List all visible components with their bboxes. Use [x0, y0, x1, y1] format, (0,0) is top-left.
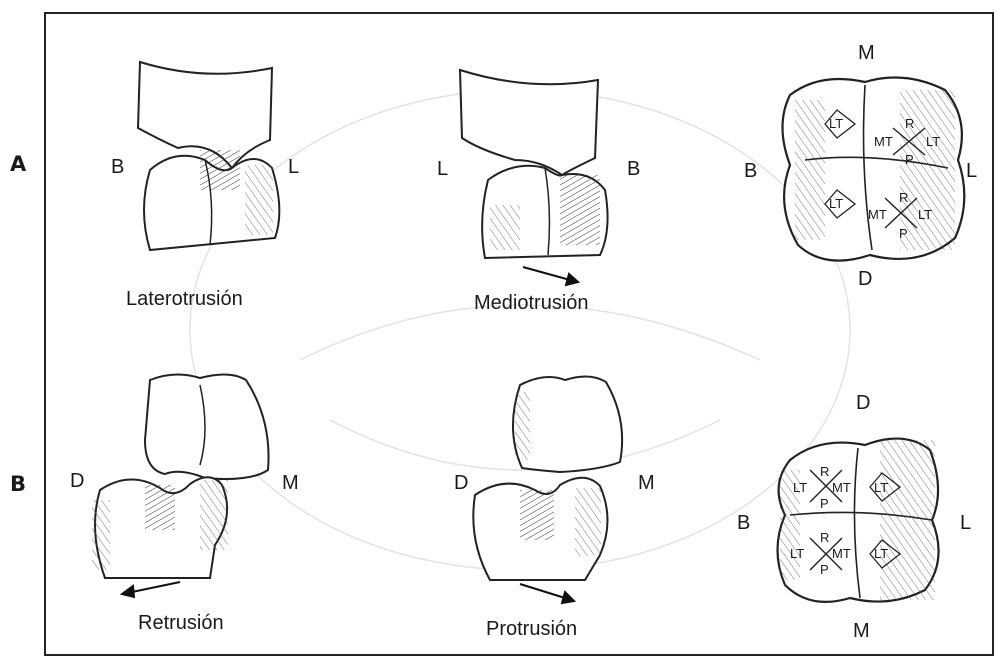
a3-label-top: M	[858, 42, 875, 65]
b3-label-top: D	[856, 392, 870, 415]
b3-lt-3: LT	[790, 546, 804, 561]
b3-mt-2: MT	[832, 546, 851, 561]
caption-protrusion: Protrusión	[486, 618, 577, 641]
a3-p-1: P	[905, 152, 914, 167]
b3-lt-4: LT	[874, 546, 888, 561]
a3-r-1: R	[905, 116, 914, 131]
a2-label-right: B	[627, 158, 640, 181]
a1-label-left: B	[111, 156, 124, 179]
a3-lt-2: LT	[926, 134, 940, 149]
occlusal-view-b	[778, 439, 939, 602]
b3-lt-2: LT	[874, 480, 888, 495]
arrow-retrusion	[122, 582, 180, 597]
caption-retrusion: Retrusión	[138, 612, 224, 635]
b3-lt-1: LT	[793, 480, 807, 495]
a3-p-2: P	[899, 226, 908, 241]
b3-label-left: B	[737, 512, 750, 535]
a2-label-left: L	[437, 158, 448, 181]
b1-label-left: D	[70, 470, 84, 493]
a3-label-right: L	[966, 160, 977, 183]
a3-label-left: B	[744, 160, 757, 183]
a3-mt-1: MT	[874, 134, 893, 149]
tooth-mediotrusion	[460, 70, 608, 258]
a3-mt-2: MT	[868, 207, 887, 222]
arrow-mediotrusion	[523, 267, 578, 285]
row-label-a: A	[10, 152, 26, 176]
b3-mt-1: MT	[832, 480, 851, 495]
b3-label-right: L	[960, 512, 971, 535]
caption-laterotrusion: Laterotrusión	[126, 288, 243, 311]
b1-label-right: M	[282, 472, 299, 495]
b3-p-1: P	[820, 496, 829, 511]
a3-lt-3: LT	[829, 196, 843, 211]
a3-lt-4: LT	[918, 207, 932, 222]
arrow-protrusion	[520, 584, 574, 603]
tooth-protrusion	[473, 376, 622, 580]
occlusal-view-a	[783, 78, 965, 261]
a3-label-bottom: D	[858, 268, 872, 291]
a3-lt-1: LT	[829, 116, 843, 131]
b2-label-right: M	[638, 472, 655, 495]
row-label-b: B	[10, 472, 26, 496]
a3-r-2: R	[899, 190, 908, 205]
b3-p-2: P	[820, 562, 829, 577]
b3-r-2: R	[820, 530, 829, 545]
caption-mediotrusion: Mediotrusión	[474, 292, 589, 315]
b3-label-bottom: M	[853, 620, 870, 643]
tooth-retrusion	[92, 374, 269, 578]
b3-r-1: R	[820, 464, 829, 479]
a1-label-right: L	[288, 156, 299, 179]
tooth-laterotrusion	[138, 62, 279, 250]
b2-label-left: D	[454, 472, 468, 495]
